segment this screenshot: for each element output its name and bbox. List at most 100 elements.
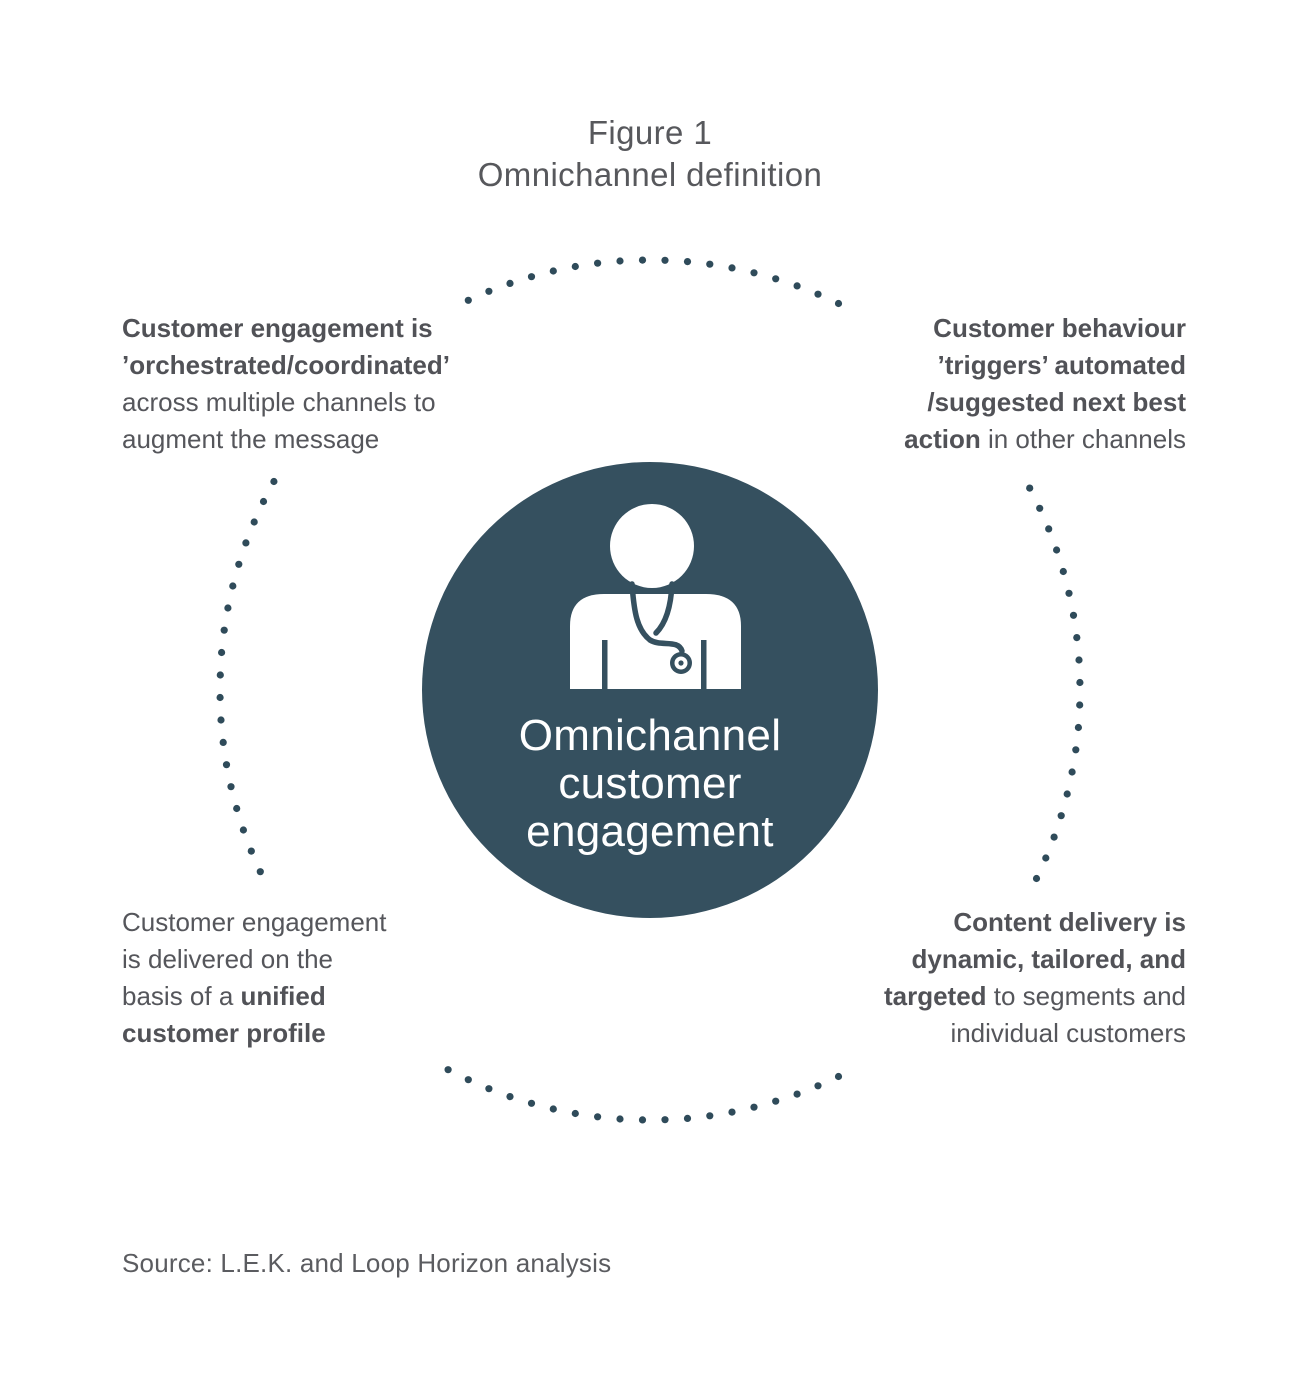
ring-dot — [750, 1103, 758, 1111]
center-label-line2: customer — [558, 759, 742, 808]
callout-line: /suggested next best — [927, 387, 1186, 417]
ring-dot — [1050, 833, 1058, 841]
ring-dot — [793, 1090, 801, 1098]
ring-dot — [1057, 812, 1065, 820]
callout-bottom-right: Content delivery is dynamic, tailored, a… — [766, 904, 1186, 1052]
callout-line: individual customers — [950, 1018, 1186, 1048]
ring-dot — [834, 299, 843, 308]
callout-line: Customer engagement — [122, 907, 387, 937]
ring-dot — [683, 258, 692, 266]
ring-dot — [1036, 504, 1044, 512]
ring-dot — [661, 256, 669, 264]
ring-dot — [224, 604, 232, 612]
ring-dot — [218, 648, 226, 657]
center-label: Omnichannel customer engagement — [422, 712, 878, 856]
ring-dot — [594, 259, 602, 267]
callout-line: Customer engagement is — [122, 313, 433, 343]
ring-dot — [638, 256, 647, 264]
ring-dot — [233, 804, 241, 813]
center-label-line1: Omnichannel — [518, 711, 782, 760]
ring-dot — [235, 560, 243, 568]
ring-dot — [247, 847, 255, 855]
ring-dot — [1042, 854, 1050, 862]
ring-dot — [1068, 768, 1076, 776]
figure-label: Figure 1 — [587, 114, 713, 151]
callout-line: is delivered on the — [122, 944, 334, 974]
ring-dot — [1045, 525, 1053, 533]
doctor-right-arm-slit — [701, 640, 707, 689]
ring-dot — [772, 275, 780, 283]
callout-line: ’orchestrated/coordinated’ — [122, 350, 450, 380]
figure-title: Omnichannel definition — [477, 156, 823, 193]
ring-dot — [1053, 546, 1061, 554]
ring-dot — [222, 761, 231, 769]
stethoscope-tubes — [629, 581, 685, 654]
ring-dot — [1026, 484, 1034, 492]
callout-line: ’triggers’ automated — [937, 350, 1187, 380]
ring-dot — [270, 477, 278, 486]
callout-line: Customer behaviour — [933, 313, 1186, 343]
ring-dot — [1069, 611, 1078, 619]
callout-line: action in other channels — [904, 424, 1186, 454]
ring-dot — [250, 518, 258, 526]
ring-dot — [219, 738, 227, 747]
ring-dot — [220, 626, 228, 634]
ring-dot — [256, 868, 264, 876]
ring-dot — [616, 1115, 624, 1123]
ring-dot — [683, 1114, 692, 1122]
ring-dot — [1074, 723, 1082, 732]
callout-line: Content delivery is — [953, 907, 1186, 937]
ring-dot — [571, 1109, 579, 1118]
callout-line: customer profile — [122, 1018, 326, 1048]
stethoscope-chestpiece-dot — [678, 660, 684, 666]
ring-dot — [571, 262, 579, 271]
ring-dot — [464, 1076, 472, 1084]
ring-dot — [728, 1108, 736, 1116]
ring-dot — [706, 260, 714, 268]
callout-line: targeted to segments and — [883, 981, 1186, 1011]
doctor-stethoscope-icon — [570, 504, 741, 689]
ring-dot — [485, 287, 493, 295]
ring-dot — [549, 267, 557, 275]
ring-dot — [750, 269, 758, 277]
ring-dot — [227, 783, 235, 791]
callout-top-left: Customer engagement is ’orchestrated/coo… — [122, 310, 542, 458]
ring-dot — [834, 1072, 843, 1081]
ring-dot — [594, 1113, 602, 1121]
ring-dot — [1063, 790, 1071, 798]
doctor-head — [610, 504, 694, 588]
callout-line: augment the message — [122, 424, 380, 454]
ring-dot — [506, 279, 514, 287]
ring-dot — [549, 1105, 557, 1113]
ring-dot — [772, 1097, 780, 1105]
ring-dot — [217, 716, 225, 724]
ring-dot — [1072, 746, 1080, 754]
ring-dot — [485, 1085, 493, 1093]
callout-line: across multiple channels to — [122, 387, 436, 417]
source-note: Source: L.E.K. and Loop Horizon analysis — [122, 1248, 612, 1278]
callout-line: dynamic, tailored, and — [911, 944, 1186, 974]
ring-dot — [229, 582, 237, 590]
ring-dot — [706, 1112, 714, 1120]
callout-bottom-left: Customer engagement is delivered on the … — [122, 904, 542, 1052]
callout-line: basis of a unified — [122, 981, 326, 1011]
ring-dot — [216, 693, 224, 702]
callout-top-right: Customer behaviour ’triggers’ automated … — [766, 310, 1186, 458]
ring-dot — [464, 296, 472, 304]
ring-dot — [661, 1116, 669, 1124]
center-label-line3: engagement — [526, 807, 774, 856]
ring-dot — [216, 671, 224, 679]
ring-dot — [239, 826, 247, 834]
ring-dot — [242, 539, 250, 547]
ring-dot — [1059, 567, 1067, 576]
ring-dot — [814, 1082, 822, 1090]
ring-dot — [793, 282, 801, 290]
ring-dot — [1075, 656, 1083, 664]
doctor-left-arm-slit — [602, 640, 608, 689]
ring-dot — [728, 264, 736, 272]
ring-dot — [638, 1116, 647, 1124]
ring-dot — [527, 1099, 536, 1107]
ring-dot — [444, 1066, 452, 1074]
